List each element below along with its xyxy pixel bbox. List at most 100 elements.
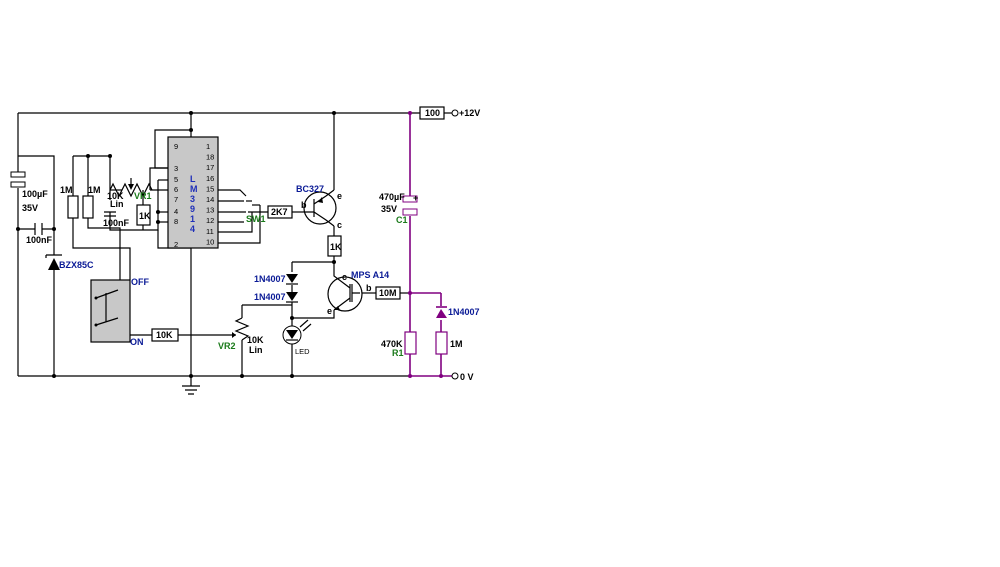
ic-letter: 1 — [190, 214, 195, 224]
label-sw1: SW1 — [246, 214, 266, 224]
svg-text:c: c — [342, 272, 347, 282]
ic-letter: 9 — [190, 204, 195, 214]
label-0v: 0 V — [460, 372, 474, 382]
label-1m-right: 1M — [450, 339, 463, 349]
junction-dots — [16, 111, 336, 378]
label-1m-b: 1M — [88, 185, 101, 195]
zener-bzx85c: BZX85C — [45, 254, 94, 270]
potentiometer-vr1: 10K Lin VR1 — [107, 178, 153, 209]
ic-pin-left: 3 — [174, 164, 178, 173]
svg-text:Lin: Lin — [249, 345, 263, 355]
resistor-100 — [419, 106, 445, 120]
ic-pin-right: 13 — [206, 206, 214, 215]
switch-off-on[interactable]: OFF ON — [90, 277, 149, 347]
svg-text:470µF: 470µF — [379, 192, 405, 202]
capacitor-100nf-left: 100nF — [26, 223, 53, 245]
led: LED — [282, 319, 312, 356]
ic-pin-right: 14 — [206, 195, 214, 204]
svg-text:C1: C1 — [396, 215, 408, 225]
svg-text:MPS A14: MPS A14 — [351, 270, 389, 280]
capacitor-100uf: 100µF 35V — [10, 171, 48, 213]
svg-text:1N4007: 1N4007 — [448, 307, 480, 317]
resistor-1k-transistor — [327, 235, 342, 257]
terminal-0v — [451, 372, 459, 380]
transistor-mpsa14: MPS A14 b c e — [327, 270, 389, 316]
terminal-12v — [451, 109, 459, 117]
svg-text:b: b — [366, 283, 372, 293]
svg-text:ON: ON — [130, 337, 144, 347]
svg-text:Lin: Lin — [110, 199, 124, 209]
ic-pin-right: 18 — [206, 153, 214, 162]
ic-pin-left: 5 — [174, 175, 178, 184]
svg-text:100µF: 100µF — [22, 189, 48, 199]
ic-pin-left: 7 — [174, 195, 178, 204]
label-resistor-100: 100 — [425, 108, 440, 118]
svg-text:e: e — [337, 191, 342, 201]
ic-letter: 3 — [190, 194, 195, 204]
ic-pin-left: 9 — [174, 142, 178, 151]
svg-text:100nF: 100nF — [26, 235, 53, 245]
ic-pin-right: 16 — [206, 174, 214, 183]
label-1k-ic: 1K — [139, 211, 151, 221]
svg-text:e: e — [327, 306, 332, 316]
diode-1n4007-2: 1N4007 — [254, 292, 298, 303]
ic-pin-right: 15 — [206, 184, 214, 193]
ic-pin-right: 1 — [206, 142, 210, 151]
label-2k7: 2K7 — [271, 207, 288, 217]
diode-1n4007-1: 1N4007 — [254, 274, 298, 285]
svg-text:1N4007: 1N4007 — [254, 292, 286, 302]
ic-pin-left: 2 — [174, 240, 178, 249]
label-10k: 10K — [156, 330, 173, 340]
resistor-10m — [375, 286, 401, 300]
resistor-10k — [151, 328, 179, 342]
svg-text:BC327: BC327 — [296, 184, 324, 194]
svg-text:b: b — [301, 200, 307, 210]
svg-text:35V: 35V — [22, 203, 38, 213]
svg-text:10K: 10K — [107, 191, 124, 201]
label-r1: R1 — [392, 348, 404, 358]
capacitor-c1: + 470µF 35V C1 — [379, 192, 418, 225]
wires — [17, 112, 452, 395]
timing-network-wires — [409, 113, 452, 377]
potentiometer-vr2: VR2 10K Lin — [218, 317, 264, 355]
label-1m-a: 1M — [60, 185, 73, 195]
svg-text:10K: 10K — [247, 335, 264, 345]
svg-text:35V: 35V — [381, 204, 397, 214]
ic-pin-left: 6 — [174, 185, 178, 194]
resistor-1m-a — [67, 195, 79, 219]
svg-text:LED: LED — [295, 347, 310, 356]
capacitor-100nf-mid: 100nF — [103, 211, 130, 228]
label-10m: 10M — [379, 288, 397, 298]
svg-text:+: + — [413, 193, 418, 203]
diode-1n4007-3: 1N4007 — [436, 306, 480, 318]
ic-letter: M — [190, 184, 198, 194]
resistor-r1-470k — [404, 331, 417, 355]
svg-text:OFF: OFF — [131, 277, 149, 287]
label-12v: +12V — [459, 108, 480, 118]
svg-text:1N4007: 1N4007 — [254, 274, 286, 284]
ic-pin-right: 12 — [206, 216, 214, 225]
svg-text:c: c — [337, 220, 342, 230]
resistor-2k7 — [267, 205, 293, 219]
ic-letter: L — [190, 174, 196, 184]
ic-pin-right: 17 — [206, 163, 214, 172]
svg-text:100nF: 100nF — [103, 218, 130, 228]
resistor-1m-b — [82, 195, 94, 219]
label-1k-transistor: 1K — [330, 242, 342, 252]
resistor-1m-right — [435, 331, 448, 355]
svg-text:BZX85C: BZX85C — [59, 260, 94, 270]
ic-pin-right: 11 — [206, 227, 214, 236]
ic-letter: 4 — [190, 224, 195, 234]
transistor-bc327: BC327 b e c — [296, 184, 342, 230]
ic-pin-left: 8 — [174, 217, 178, 226]
ic-pin-left: 4 — [174, 207, 178, 216]
svg-text:VR2: VR2 — [218, 341, 236, 351]
purple-dots — [408, 111, 443, 378]
label-470k: 470K — [381, 339, 403, 349]
resistor-1k-ic — [136, 204, 151, 226]
svg-text:VR1: VR1 — [134, 191, 152, 201]
ic-pin-right: 10 — [206, 237, 214, 246]
